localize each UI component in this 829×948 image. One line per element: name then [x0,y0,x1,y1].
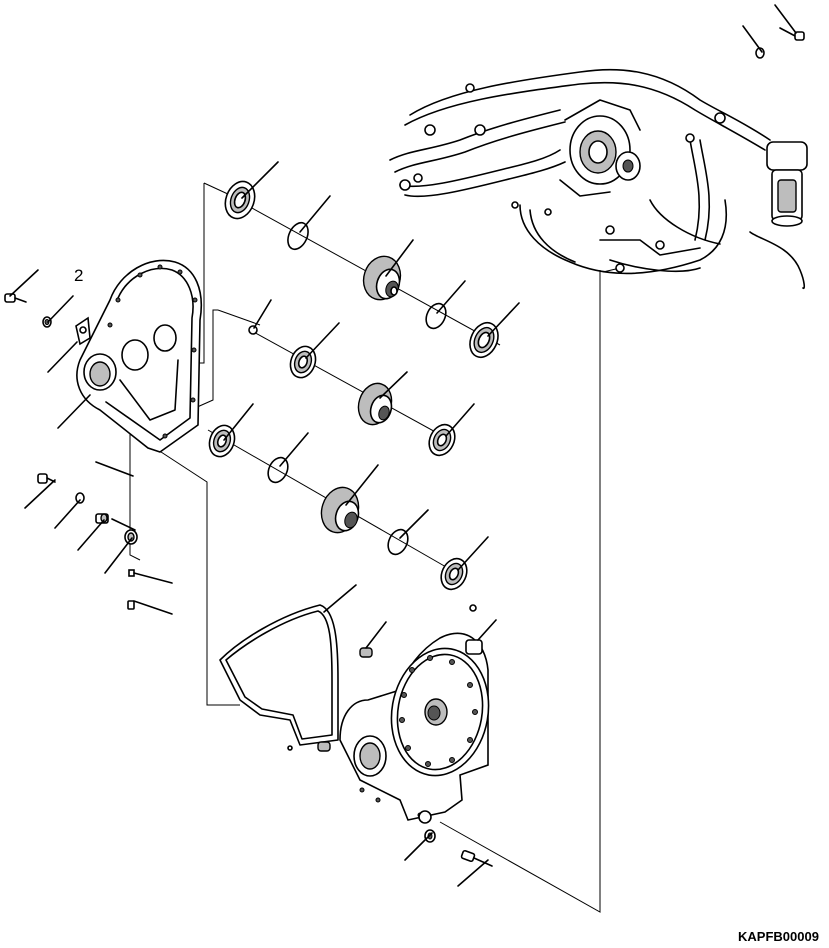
plug-middle [248,325,258,335]
washer-mid-left [75,492,85,504]
oil-seal-lower-right [440,557,468,591]
oil-seal-upper-right [469,321,499,359]
fittings [399,83,726,273]
o-ring-lower-1 [267,456,289,484]
bearing-lower [320,486,360,534]
pump-body [559,99,641,197]
leader-lines [9,4,797,887]
cover-housing [75,259,202,453]
bearing-upper [362,255,402,301]
dowel-pin-lower [127,600,135,610]
dowel-pin-housing [359,647,373,658]
oil-seal-upper-left [224,180,256,220]
assembly-guide-lines [129,182,621,913]
oil-seal-lower-left [208,424,236,458]
callout-label-2: 2 [74,266,83,285]
bolt-top-left [4,293,27,303]
middle-seal-stack [248,325,456,457]
gasket [219,604,339,751]
upper-seal-stack [224,180,499,359]
bolt-upper-right [779,27,805,41]
o-ring-upper-2 [425,302,447,330]
washer-top-left [42,316,52,328]
o-ring-lower-2 [387,528,409,556]
lower-seal-stack [208,424,468,591]
fasteners-bottom [424,829,493,867]
bolt-bottom [460,849,493,867]
o-ring-upper-1 [287,221,309,251]
dowel-pin-housing-lower [317,741,331,752]
rear-housing [317,604,490,824]
dowel-assembly [111,518,138,545]
drawing-code-label: KAPFB00009 [738,929,819,944]
filter-assembly [766,141,808,227]
plug-mid-left [95,513,109,524]
hose-and-pump-assembly [389,27,808,290]
bearing-middle [357,382,393,426]
